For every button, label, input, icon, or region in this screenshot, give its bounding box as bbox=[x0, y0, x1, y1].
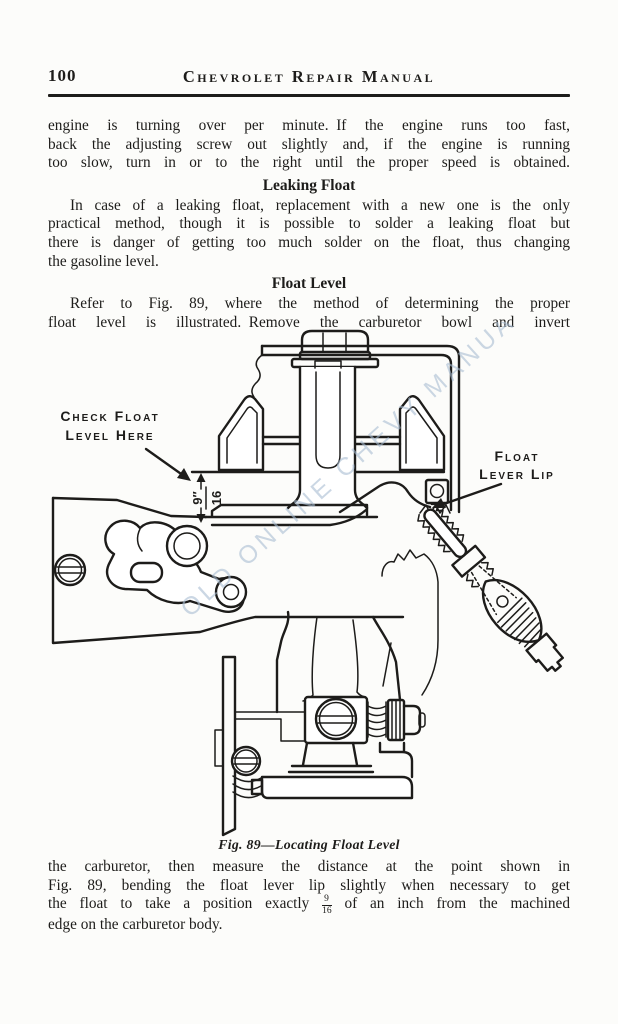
svg-text:Check Float: Check Float bbox=[60, 408, 159, 424]
carburetor-diagram: 9″ 16 Check Float Level Here Float Lever… bbox=[51, 322, 564, 837]
main-jet-screw bbox=[235, 695, 369, 745]
fraction-numerator: 9 bbox=[324, 894, 329, 905]
lower-body-right bbox=[378, 741, 414, 779]
paragraph: engine is turning over per minute. If th… bbox=[48, 117, 570, 173]
bowl-walls bbox=[275, 610, 402, 714]
text-line: Refer to Fig. 89, where the method of de… bbox=[70, 295, 570, 313]
sectioned-body-edge bbox=[381, 549, 439, 696]
throttle-plate-and-screw bbox=[214, 655, 262, 837]
flange-screw bbox=[53, 553, 87, 587]
text-line: back the adjusting screw out slightly an… bbox=[48, 135, 570, 153]
paragraph: In case of a leaking float, replacement … bbox=[48, 197, 570, 271]
figure-caption: Fig. 89—Locating Float Level bbox=[218, 837, 400, 852]
hex-nut bbox=[290, 329, 380, 369]
section-heading: Leaking Float bbox=[262, 176, 356, 194]
text-line: practical method, though it is possible … bbox=[48, 215, 570, 233]
float-lever bbox=[104, 519, 248, 613]
text-column-bottom: the carburetor, then measure the distanc… bbox=[48, 856, 570, 935]
dimension-nine-sixteenths: 9″ 16 bbox=[190, 473, 224, 523]
text-line: engine is turning over per minute. If th… bbox=[48, 117, 570, 134]
bowl-flange bbox=[51, 496, 405, 645]
text-column-top: engine is turning over per minute. If th… bbox=[48, 115, 570, 332]
section-heading: Float Level bbox=[271, 275, 347, 293]
paragraph: Refer to Fig. 89, where the method of de… bbox=[48, 295, 570, 332]
text-segment: of an inch from the machined bbox=[331, 895, 570, 913]
pedestal-base bbox=[250, 741, 414, 800]
svg-text:Level Here: Level Here bbox=[65, 427, 154, 443]
label-float-lever-lip: Float Lever Lip bbox=[432, 448, 555, 508]
text-line: there is danger of getting too much sold… bbox=[48, 233, 570, 251]
needle-valve-assembly bbox=[417, 503, 564, 672]
text-line: float level is illustrated. Remove the c… bbox=[48, 313, 570, 331]
machined-edge bbox=[203, 503, 379, 527]
text-segment: the float to take a position exactly bbox=[48, 895, 323, 913]
dimension-numerator: 9″ bbox=[190, 491, 205, 504]
text-line: edge on the carburetor body. bbox=[48, 916, 223, 934]
fraction-denominator: 16 bbox=[322, 904, 332, 916]
adjusting-spring-and-nut bbox=[367, 698, 426, 742]
header-rule bbox=[48, 94, 570, 97]
center-column bbox=[286, 360, 369, 510]
text-line: too slow, turn in or to the right until … bbox=[48, 154, 570, 172]
text-line: Fig. 89, bending the float lever lip sli… bbox=[48, 876, 570, 894]
header-title: Chevrolet Repair Manual bbox=[182, 67, 436, 86]
svg-text:Float: Float bbox=[494, 448, 539, 464]
text-line: In case of a leaking float, replacement … bbox=[70, 196, 570, 214]
label-check-float-level: Check Float Level Here bbox=[60, 408, 191, 481]
page-number: 100 bbox=[48, 66, 77, 85]
svg-text:Lever Lip: Lever Lip bbox=[479, 466, 555, 482]
text-line: the gasoline level. bbox=[48, 252, 159, 270]
dimension-denominator: 16 bbox=[209, 491, 224, 505]
bowl-cover bbox=[251, 344, 461, 514]
text-line: the carburetor, then measure the distanc… bbox=[48, 858, 570, 875]
paragraph: the carburetor, then measure the distanc… bbox=[48, 858, 570, 935]
